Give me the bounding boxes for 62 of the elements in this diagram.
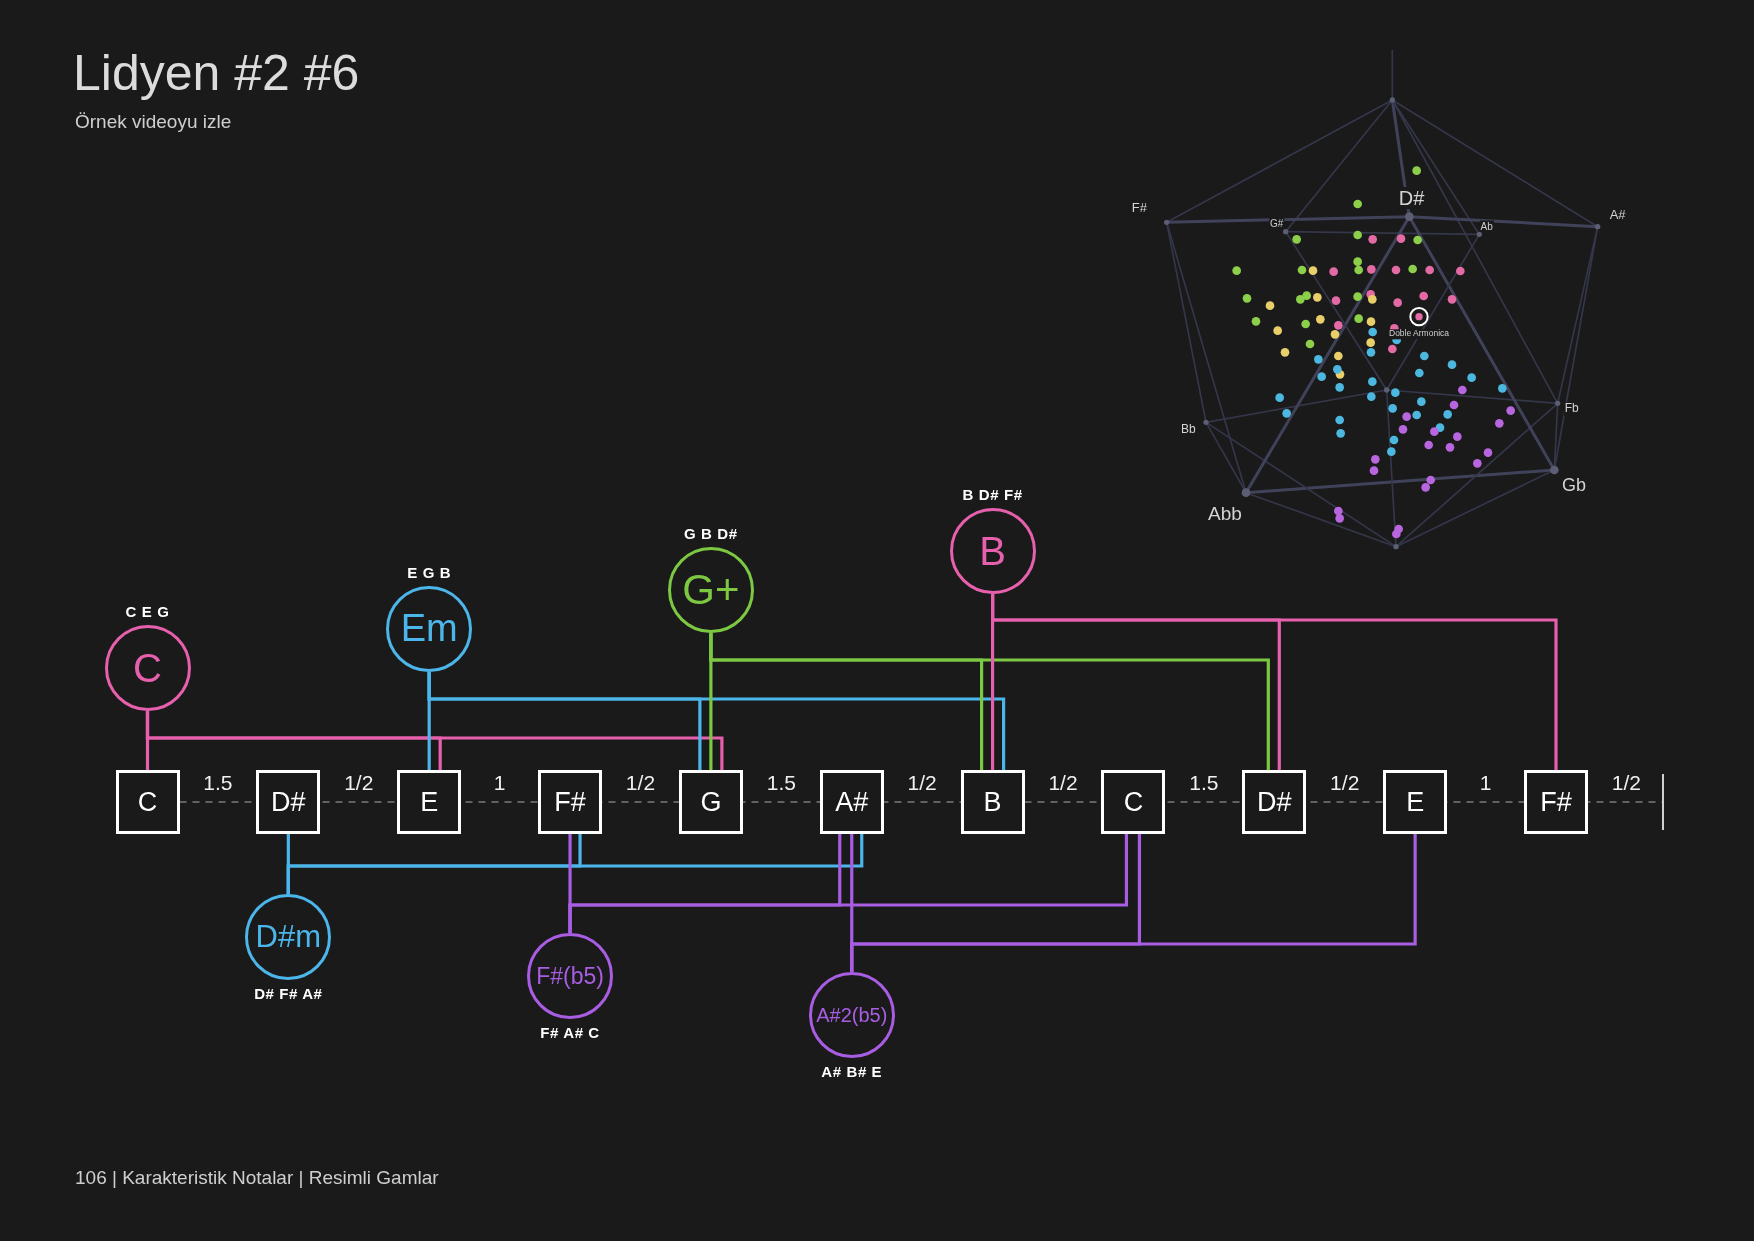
chord-name: G+: [682, 567, 740, 613]
chord-notes: G B D#: [684, 525, 738, 542]
point-label: Doble Armonica: [1388, 329, 1450, 339]
vertex-label: Fb: [1563, 402, 1580, 416]
interval-label: 1.5: [1189, 771, 1219, 795]
interval-label: 1/2: [625, 771, 656, 795]
note-box: [1101, 770, 1166, 834]
page-title: Lidyen #2 #6: [73, 44, 360, 102]
interval-label: 1/2: [907, 771, 937, 795]
note-box: [819, 770, 884, 834]
chord-name: C: [133, 647, 162, 689]
interval-label: 1/2: [1330, 771, 1360, 795]
chord-notes: F# A# C: [540, 1025, 600, 1042]
connector: [286, 834, 864, 894]
chord-notes: E G B: [407, 564, 452, 581]
note-box: [256, 770, 321, 834]
vertex-label: G#: [1269, 217, 1285, 229]
note-name: E: [420, 787, 439, 817]
vertex-label: Ab: [1479, 220, 1494, 232]
chord-name: F#(b5): [536, 963, 604, 989]
chord-notes: A# B# E: [821, 1064, 883, 1081]
interval-label: 1: [493, 771, 506, 795]
note-name: A#: [835, 787, 869, 817]
subtitle: Örnek videoyu izle: [75, 112, 232, 133]
note-name: B: [983, 787, 1002, 817]
chord-notes: C E G: [125, 603, 170, 620]
interval-label: 1.5: [203, 771, 233, 795]
connector: [709, 633, 1270, 770]
chord-name: B: [979, 530, 1006, 572]
vertex-label: D#: [1397, 187, 1426, 210]
chord-notes: B D# F#: [962, 486, 1023, 503]
note-name: E: [1406, 787, 1425, 817]
connector: [427, 672, 1006, 770]
interval-label: 1/2: [344, 771, 374, 795]
chord-name: A#2(b5): [816, 1004, 888, 1026]
note-box: [1383, 770, 1448, 834]
note-box: [397, 770, 462, 834]
note-name: G: [700, 787, 722, 817]
note-name: F#: [554, 787, 586, 817]
note-name: F#: [1540, 787, 1572, 817]
interval-label: 1/2: [1048, 771, 1078, 795]
connector: [991, 594, 1558, 770]
note-box: [115, 770, 180, 834]
note-name: C: [1123, 787, 1144, 817]
note-box: [960, 770, 1025, 834]
connector: [850, 834, 1417, 972]
page-footer: 106 | Karakteristik Notalar | Resimli Gamlar: [75, 1168, 439, 1189]
note-name: D#: [271, 787, 306, 817]
note-box: [1242, 770, 1307, 834]
note-box: [678, 770, 743, 834]
note-box: [538, 770, 603, 834]
chord-notes: D# F# A#: [254, 986, 323, 1003]
chord-name: Em: [400, 609, 458, 649]
note-name: C: [137, 787, 158, 817]
connector: [568, 834, 1129, 933]
interval-label: 1/2: [1611, 771, 1641, 795]
chord-name: D#m: [255, 920, 322, 954]
interval-label: 1.5: [766, 771, 796, 795]
interval-label: 1: [1479, 771, 1492, 795]
note-name: D#: [1257, 787, 1292, 817]
connector: [145, 711, 724, 770]
note-box: [1524, 770, 1588, 834]
